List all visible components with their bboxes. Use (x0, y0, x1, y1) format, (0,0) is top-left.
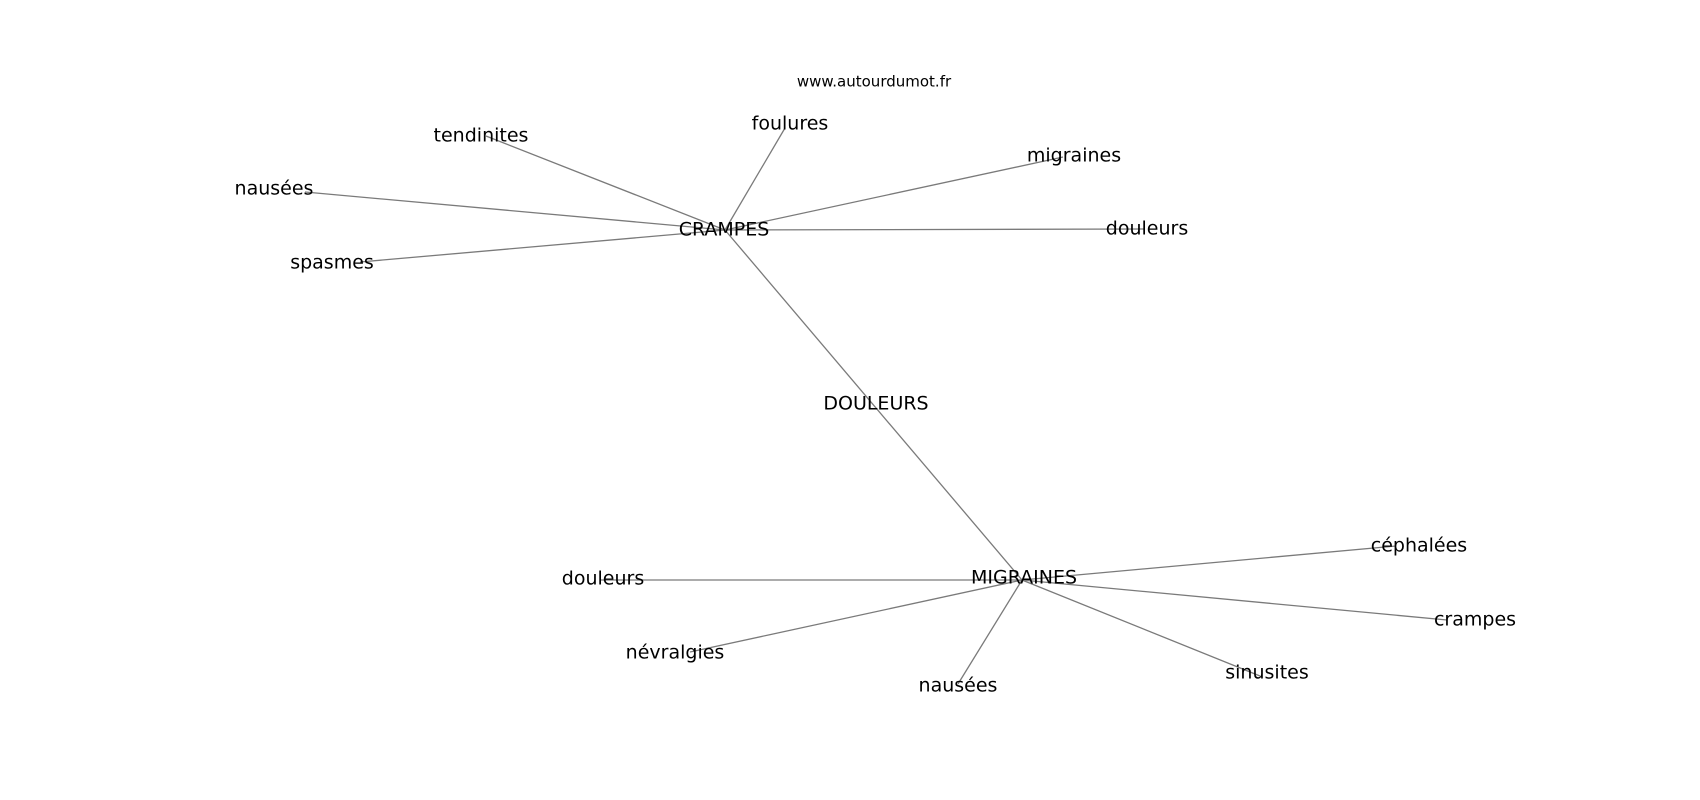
leaf-node-douleurs: douleurs (1106, 218, 1188, 240)
leaf-node-douleurs: douleurs (562, 568, 644, 590)
leaf-node-nausees: nausées (919, 675, 998, 697)
edge-migraines-cephalees (1021, 545, 1397, 581)
hub-node-migraines: MIGRAINES (971, 567, 1077, 589)
edge-crampes-tendinites (485, 135, 726, 231)
edge-migraines-nevralgies (689, 579, 1023, 653)
graph-edges (304, 127, 1448, 685)
edge-crampes-migraines-hub (724, 229, 1023, 581)
source-label: www.autourdumot.fr (797, 73, 952, 91)
leaf-node-cephalees: céphalées (1371, 535, 1467, 557)
edge-migraines-sinusites (1021, 579, 1261, 677)
leaf-node-migraines: migraines (1027, 145, 1121, 167)
edge-crampes-migraines (724, 156, 1064, 231)
center-node: DOULEURS (823, 393, 928, 415)
edge-crampes-spasmes (359, 229, 726, 263)
leaf-node-spasmes: spasmes (290, 252, 374, 274)
edge-migraines-nausees (957, 579, 1023, 685)
leaf-node-nevralgies: névralgies (626, 642, 725, 664)
leaf-node-crampes: crampes (1434, 609, 1516, 631)
edge-crampes-nausees (304, 191, 726, 231)
graph-labels: www.autourdumot.fr DOULEURS CRAMPES foul… (235, 73, 1516, 697)
edge-crampes-foulures (724, 127, 786, 231)
edge-crampes-douleurs (724, 228, 1146, 231)
edge-migraines-crampes (1021, 579, 1448, 621)
leaf-node-tendinites: tendinites (434, 125, 529, 147)
leaf-node-sinusites: sinusites (1225, 662, 1308, 684)
hub-node-crampes: CRAMPES (679, 219, 770, 241)
leaf-node-nausees: nausées (235, 178, 314, 200)
leaf-node-foulures: foulures (752, 113, 829, 135)
